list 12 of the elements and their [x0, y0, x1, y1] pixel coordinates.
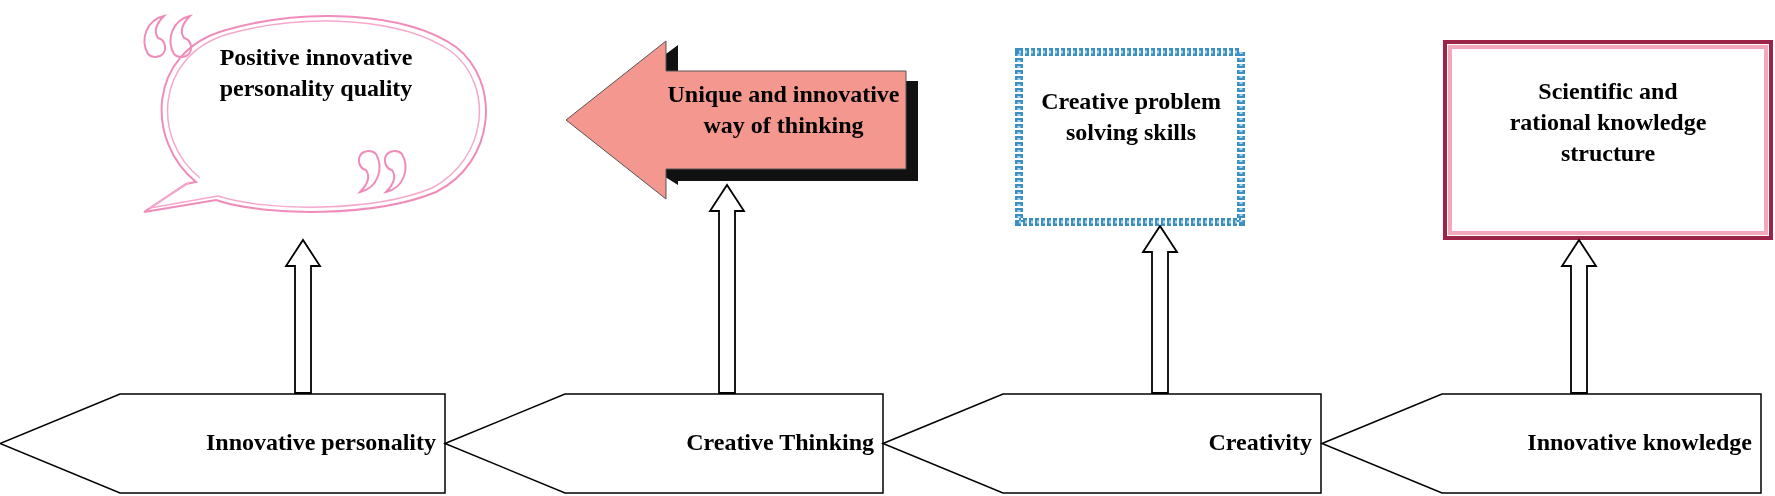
- hollow-arrow: [284, 238, 322, 394]
- node-label: Innovative personality: [205, 428, 436, 457]
- hollow-arrow: [1560, 238, 1598, 394]
- node-label: Unique and innovative way of thinking: [666, 80, 901, 141]
- node-label: Creative Thinking: [685, 428, 874, 457]
- node-label: Innovative knowledge: [1526, 428, 1752, 457]
- hollow-arrow: [1141, 224, 1179, 394]
- node-label: Creative problem solving skills: [1040, 87, 1222, 148]
- node-label: Creativity: [1207, 428, 1312, 457]
- node-label: Scientific and rational knowledge structure: [1508, 77, 1708, 169]
- node-label: Positive innovative personality quality: [218, 43, 414, 104]
- hollow-arrow: [708, 183, 746, 394]
